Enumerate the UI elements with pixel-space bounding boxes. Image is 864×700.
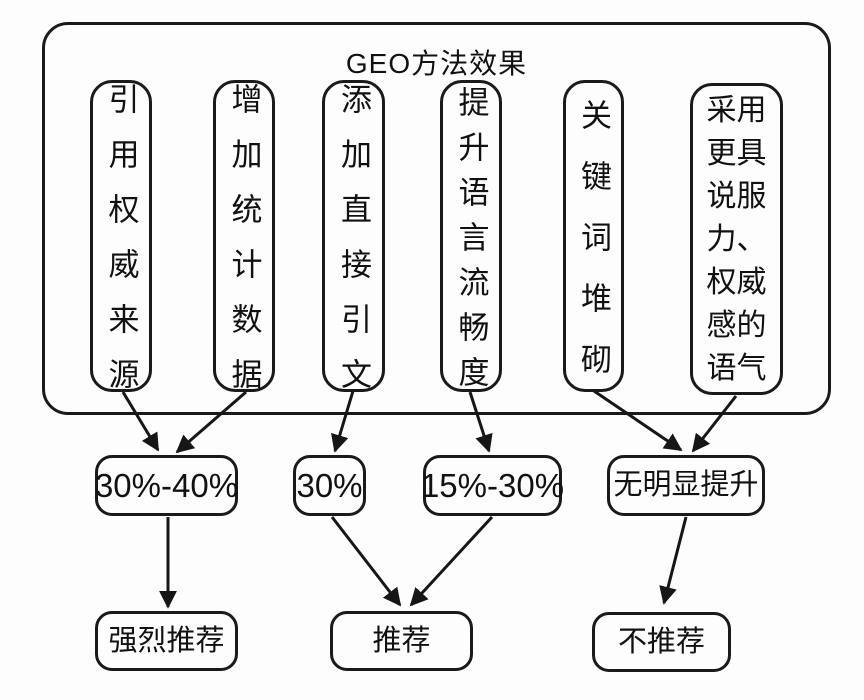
method-box-add-direct-quotes: 添加直接引文 <box>322 80 385 413</box>
effect-box-30: 30% <box>293 455 366 516</box>
arrow-15-30-to-recommended <box>409 515 494 607</box>
rec-box-strongly-recommended: 强烈推荐 <box>95 611 238 671</box>
recommendation-label: 不推荐 <box>617 625 705 658</box>
method-label: 增加统计数据 <box>226 83 262 413</box>
method-label: 引用权威来源 <box>103 83 139 413</box>
method-label: 采用更具说服力、权威感的语气 <box>706 93 767 385</box>
diagram-title: GEO方法效果 <box>345 48 528 79</box>
effect-label: 无明显提升 <box>613 469 759 501</box>
effect-box-no-improvement: 无明显提升 <box>607 455 765 516</box>
method-box-cite-authoritative-sources: 引用权威来源 <box>90 80 152 413</box>
recommendation-label: 推荐 <box>372 624 431 657</box>
rec-box-recommended: 推荐 <box>330 611 473 671</box>
method-label: 关键词堆砌 <box>576 98 611 404</box>
method-box-add-statistics: 增加统计数据 <box>213 80 275 413</box>
method-box-keyword-stuffing: 关键词堆砌 <box>563 80 624 404</box>
effect-label: 30%-40% <box>94 467 239 504</box>
method-box-improve-fluency: 提升语言流畅度 <box>440 80 502 401</box>
effect-box-15-30: 15%-30% <box>420 455 565 516</box>
outer-frame <box>42 22 831 415</box>
effect-label: 15%-30% <box>420 467 565 504</box>
arrow-no-improvement-to-not-recommended <box>659 516 688 605</box>
effect-box-30-40: 30%-40% <box>95 455 238 516</box>
method-label: 提升语言流畅度 <box>453 85 489 401</box>
method-label: 添加直接引文 <box>336 83 371 413</box>
arrow-30-to-recommended <box>330 516 402 607</box>
effect-label: 30% <box>296 467 363 504</box>
recommendation-label: 强烈推荐 <box>108 624 225 657</box>
method-box-persuasive-tone: 采用更具说服力、权威感的语气 <box>690 83 783 395</box>
rec-box-not-recommended: 不推荐 <box>592 612 731 672</box>
